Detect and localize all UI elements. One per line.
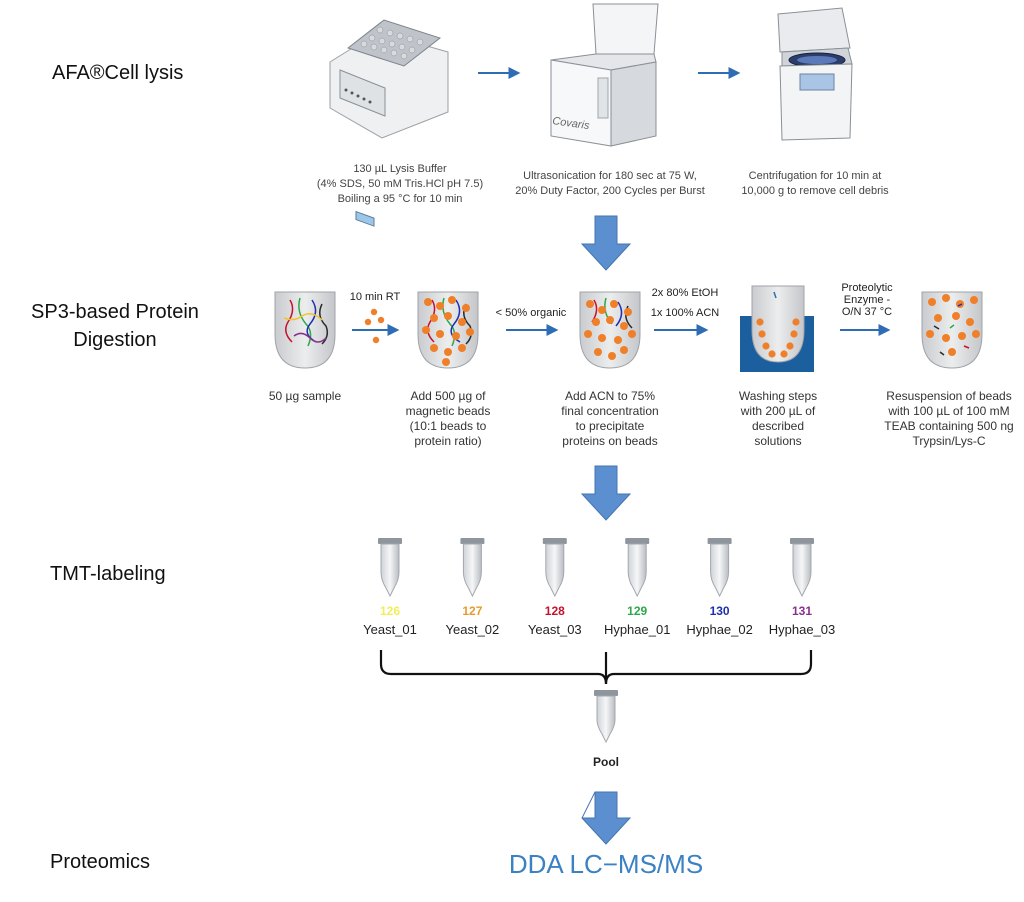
sp3-well-resuspension-icon <box>921 291 983 369</box>
stage-label-sp3-line2: Digestion <box>73 329 157 351</box>
tmt-channel-number: 127 <box>462 604 483 618</box>
tmt-channel-number: 129 <box>627 604 648 618</box>
covaris-sonicator-icon <box>550 3 659 147</box>
sp3-desc-5-line2: with 100 µL of 100 mM <box>888 404 1010 418</box>
tmt-channel-number: 126 <box>379 604 401 618</box>
sp3-desc-3-line1: Add ACN to 75% <box>564 389 656 403</box>
sp3-desc-3-line2: final concentration <box>561 404 659 418</box>
tmt-channel-name: Hyphae_03 <box>768 622 836 637</box>
sp3-desc-2-line1: Add 500 µg of <box>410 389 486 403</box>
heat-block-icon <box>329 19 449 227</box>
lysis-step2-caption: Ultrasonication for 180 sec at 75 W, 20%… <box>505 169 715 199</box>
sp3-desc-1-line1: 50 µg sample <box>268 389 342 403</box>
sp3-arrow4-line2: Enzyme - <box>843 294 891 306</box>
sp3-arrow4-label: Proteolytic Enzyme - O/N 37 °C <box>832 282 902 318</box>
sp3-desc-4-line1: Washing steps <box>738 389 818 403</box>
lysis-step2-line1: Ultrasonication for 180 sec at 75 W, <box>523 170 697 182</box>
sp3-arrow3-label-1: 2x 80% EtOH <box>651 287 719 299</box>
tmt-tube-icon <box>542 538 567 598</box>
sp3-arrow3-label-2: 1x 100% ACN <box>650 307 720 319</box>
sp3-arrow2-label: < 50% organic <box>495 307 567 319</box>
sp3-arrow4-line1: Proteolytic <box>841 282 893 294</box>
stage-label-sp3-line1: SP3-based Protein <box>31 301 199 323</box>
sp3-desc-4-line2: with 200 µL of <box>740 404 816 418</box>
tmt-channel-name: Yeast_03 <box>527 622 582 637</box>
lysis-step3-line1: Centrifugation for 10 min at <box>748 170 882 182</box>
sp3-desc-4-line4: solutions <box>754 434 802 448</box>
sp3-desc-1: 50 µg sample <box>250 389 360 404</box>
tmt-channel-name: Yeast_01 <box>363 622 417 637</box>
tmt-tube-icon <box>625 538 650 598</box>
tmt-channel-number: 130 <box>709 604 730 618</box>
bead-icon-group <box>364 308 385 344</box>
sp3-desc-2: Add 500 µg of magnetic beads (10:1 beads… <box>385 389 511 449</box>
tmt-tube-icon <box>378 538 402 598</box>
sp3-arrow1-label: 10 min RT <box>349 291 401 303</box>
covaris-brand-label: Covaris <box>552 115 591 132</box>
tmt-channel-number: 131 <box>791 604 813 618</box>
tmt-channel-name: Hyphae_01 <box>603 622 671 637</box>
flow-arrow-1 <box>580 215 632 271</box>
sp3-desc-3-line4: proteins on beads <box>562 434 658 448</box>
lysis-step2-line2: 20% Duty Factor, 200 Cycles per Burst <box>515 185 705 197</box>
sp3-desc-3: Add ACN to 75% final concentration to pr… <box>540 389 680 449</box>
sp3-desc-4: Washing steps with 200 µL of described s… <box>718 389 838 449</box>
pool-tube-icon <box>594 690 618 744</box>
sp3-well-washing-icon <box>740 285 814 372</box>
lysis-step1-caption: 130 µL Lysis Buffer (4% SDS, 50 mM Tris.… <box>300 162 500 207</box>
tmt-tubes-group <box>378 538 814 598</box>
pool-bracket <box>379 650 813 685</box>
centrifuge-icon <box>777 7 853 141</box>
final-method-label: DDA LC−MS/MS <box>508 849 704 879</box>
sp3-desc-5-line1: Resuspension of beads <box>886 389 1012 403</box>
lysis-step3-line2: 10,000 g to remove cell debris <box>741 185 889 197</box>
stage-label-lysis: AFA®Cell lysis <box>52 62 184 84</box>
sp3-arrow4-line3: O/N 37 °C <box>841 306 893 318</box>
tmt-channel-name: Yeast_02 <box>445 622 500 637</box>
sp3-desc-2-line3: (10:1 beads to <box>409 419 487 433</box>
flow-arrow-3 <box>581 791 632 845</box>
lysis-step3-caption: Centrifugation for 10 min at 10,000 g to… <box>730 169 900 199</box>
flow-arrow-2 <box>580 465 632 521</box>
sp3-desc-2-line2: magnetic beads <box>405 404 491 418</box>
lysis-step1-line3: Boiling a 95 °C for 10 min <box>337 193 463 205</box>
pool-label: Pool <box>593 755 619 769</box>
tmt-tube-icon <box>790 538 814 598</box>
sp3-desc-3-line3: to precipitate <box>575 419 645 433</box>
sp3-well-sample-icon <box>274 291 336 369</box>
tmt-channel-number: 128 <box>544 604 565 618</box>
stage-label-sp3: SP3-based Protein Digestion <box>30 298 200 354</box>
tmt-channel-name: Hyphae_02 <box>686 622 753 637</box>
tmt-tube-icon <box>460 538 485 598</box>
tmt-tube-icon <box>707 538 732 598</box>
sp3-desc-2-line4: protein ratio) <box>414 434 482 448</box>
sp3-desc-4-line3: described <box>751 419 805 433</box>
lysis-step1-line1: 130 µL Lysis Buffer <box>353 163 447 175</box>
sp3-desc-5: Resuspension of beads with 100 µL of 100… <box>874 389 1024 449</box>
sp3-desc-5-line4: Trypsin/Lys-C <box>912 434 986 448</box>
sp3-well-precipitate-icon <box>579 291 641 369</box>
stage-label-proteomics: Proteomics <box>50 851 151 873</box>
sp3-desc-5-line3: TEAB containing 500 ng <box>884 419 1014 433</box>
stage-label-tmt: TMT-labeling <box>50 563 166 585</box>
lysis-step1-line2: (4% SDS, 50 mM Tris.HCl pH 7.5) <box>316 178 484 190</box>
sp3-well-beads-icon <box>417 291 479 369</box>
